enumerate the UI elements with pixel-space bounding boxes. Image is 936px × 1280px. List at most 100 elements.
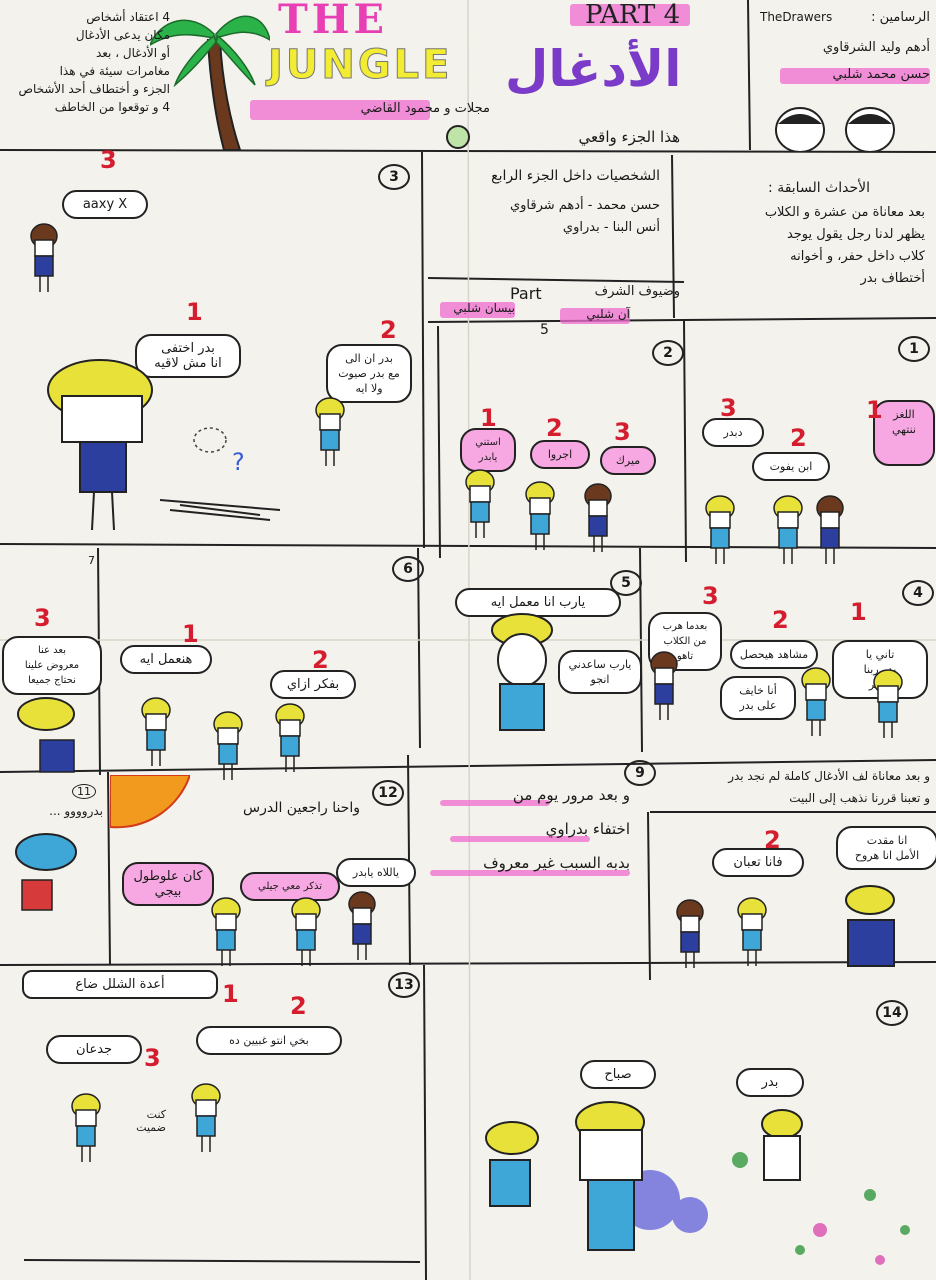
speech-bubble: انا مقدت الأمل انا هروح [836, 826, 936, 870]
panel-number: 2 [652, 340, 684, 366]
drawers-role: الرسامين : [871, 10, 930, 25]
order-number: 3 [34, 604, 51, 632]
sad-face-icon [446, 125, 470, 149]
speech-bubble: أنا خايف على بدر [720, 676, 796, 720]
speech-bubble: بدر اختفى انا مش لاقيه [135, 334, 241, 378]
panel-caption: أعدة الشلل ضاع [22, 970, 218, 999]
order-number: 1 [866, 396, 883, 424]
intro-line: مكان يدعى الأدغال [75, 28, 170, 42]
intro-line: الجزء و أختطاف أحد الأشخاص [18, 82, 170, 96]
caption-line: و بعد معاناة لف الأدغال كاملة لم نجد بدر [728, 769, 930, 783]
panel-number: 1 [898, 336, 930, 362]
panel-number: 4 [902, 580, 934, 606]
panel-caption: واحنا راجعين الدرس [243, 800, 360, 816]
panel-number: 13 [388, 972, 420, 998]
caption-line: و تعبنا قررنا نذهب إلى البيت [789, 791, 930, 805]
caption-highlight [430, 870, 630, 876]
speech-bubble: بدر [736, 1068, 804, 1097]
order-number: 3 [702, 582, 719, 610]
drawer-name-1: أدهم وليد الشرقاوي [822, 40, 930, 55]
intro-line: 4 و توقعوا من الخاطف [54, 100, 170, 114]
intro-line: مغامرات سيئة في هذا [59, 64, 170, 78]
speech-bubble: يارب انا معمل ايه [455, 588, 621, 617]
order-number: 2 [764, 826, 781, 854]
order-number: 2 [380, 316, 397, 344]
caption-line: اختفاء بدراوي [545, 820, 630, 838]
speech-bubble: هنعمل ايه [120, 645, 212, 674]
characters-list: حسن محمد - أدهم شرقاوي أنس البنا - بدراو… [509, 198, 660, 235]
speech-bubble: اجروا [530, 440, 590, 469]
order-number: 1 [480, 404, 497, 432]
guest-highlight [560, 308, 630, 324]
character-name: حسن محمد [596, 198, 660, 213]
order-number: 3 [720, 394, 737, 422]
panel-number: 14 [876, 1000, 908, 1026]
character-name: أنس البنا [612, 220, 660, 235]
previous-text: بعد معاناة من عشرة و الكلاب يظهر لدنا رج… [680, 202, 925, 290]
panel-caption: و بعد معاناة لف الأدغال كاملة لم نجد بدر… [655, 765, 930, 809]
panel-number: 7 [88, 554, 95, 567]
order-number: 2 [790, 424, 807, 452]
svg-text:?: ? [232, 448, 245, 476]
speech-bubble: فانا تعبان [712, 848, 804, 877]
panel-caption: و بعد مرور يوم من اختفاء بدراوي بدبه الس… [420, 778, 630, 880]
guest-highlight [440, 302, 515, 318]
guests-label: وضيوف الشرف [594, 284, 680, 299]
speech-bubble: بعد عنا معروض علينا نحتاج جميعا [2, 636, 102, 695]
speech-bubble: ميرك [600, 446, 656, 475]
panel-caption: بدروووو ... [49, 804, 103, 818]
part-label: PART 4 [585, 0, 681, 30]
character-name: أدهم شرقاوي [509, 198, 584, 213]
order-number: 3 [614, 418, 631, 446]
guest-name: آن شلبي [586, 307, 630, 321]
previous-line: كلاب داخل حفر، و أخوانه [790, 249, 925, 264]
order-number: 1 [182, 620, 199, 648]
panel-number: 12 [372, 780, 404, 806]
previous-line: بعد معاناة من عشرة و الكلاب [764, 205, 925, 220]
intro-line: 4 اعتقاد أشخاص [86, 10, 170, 24]
panel-number: 9 [624, 760, 656, 786]
order-number: 1 [850, 598, 867, 626]
part-highlight [570, 4, 690, 26]
authors-line: مجلات و محمود القاضي [360, 101, 490, 116]
panel-number: 11 [72, 784, 96, 799]
order-number: 3 [144, 1044, 161, 1072]
speech-bubble: مشاهد هيحصل [730, 640, 818, 669]
panel-number: 3 [378, 164, 410, 190]
title-jungle: JUNGLE [267, 42, 453, 89]
drawers-label: TheDrawers [760, 10, 833, 24]
drawers-portrait-icon [775, 107, 895, 152]
character-name: بدراوي [562, 220, 600, 235]
speech-bubble: دبدر [702, 418, 764, 447]
speech-bubble: يارب ساعدني انجو [558, 650, 642, 694]
speech-bubble: كان علوطول بيجي [122, 862, 214, 906]
caption-line: بدبه السبب غير معروف [483, 854, 630, 872]
speech-bubble: اللغز ننتهي [873, 400, 935, 466]
order-number: 2 [290, 992, 307, 1020]
characters-title: الشخصيات داخل الجزء الرابع [491, 168, 660, 184]
speech-bubble: بفكر ازاي [270, 670, 356, 699]
title-arabic: الأدغال [505, 40, 682, 98]
speech-bubble: ياللاه يابدر [336, 858, 416, 887]
caption-line: و بعد مرور يوم من [512, 786, 630, 804]
sun-icon [110, 775, 190, 829]
order-number: 2 [546, 414, 563, 442]
order-number: 2 [772, 606, 789, 634]
left-intro-note: 4 اعتقاد أشخاص مكان يدعى الأدغال أو الأد… [0, 8, 170, 116]
speech-bubble: صباح [580, 1060, 656, 1089]
caption-highlight [450, 836, 590, 842]
order-number: 2 [312, 646, 329, 674]
drawer-name-2: حسن محمد شلبي [832, 67, 930, 82]
order-number: 1 [186, 298, 203, 326]
previous-title: الأحداث السابقة : [768, 180, 870, 196]
speech-bubble: aaxy X [62, 190, 148, 219]
panel-number: 6 [392, 556, 424, 582]
caption-highlight [440, 800, 550, 806]
palm-tree-icon [150, 15, 270, 150]
speech-bubble: ابن يفوت [752, 452, 830, 481]
part-subtitle: هذا الجزء واقعي [578, 128, 680, 146]
speech-bubble: تذكر معي جيلي [240, 872, 340, 901]
panel-number: 5 [610, 570, 642, 596]
guest-name: بيسان شلبي [453, 301, 515, 315]
